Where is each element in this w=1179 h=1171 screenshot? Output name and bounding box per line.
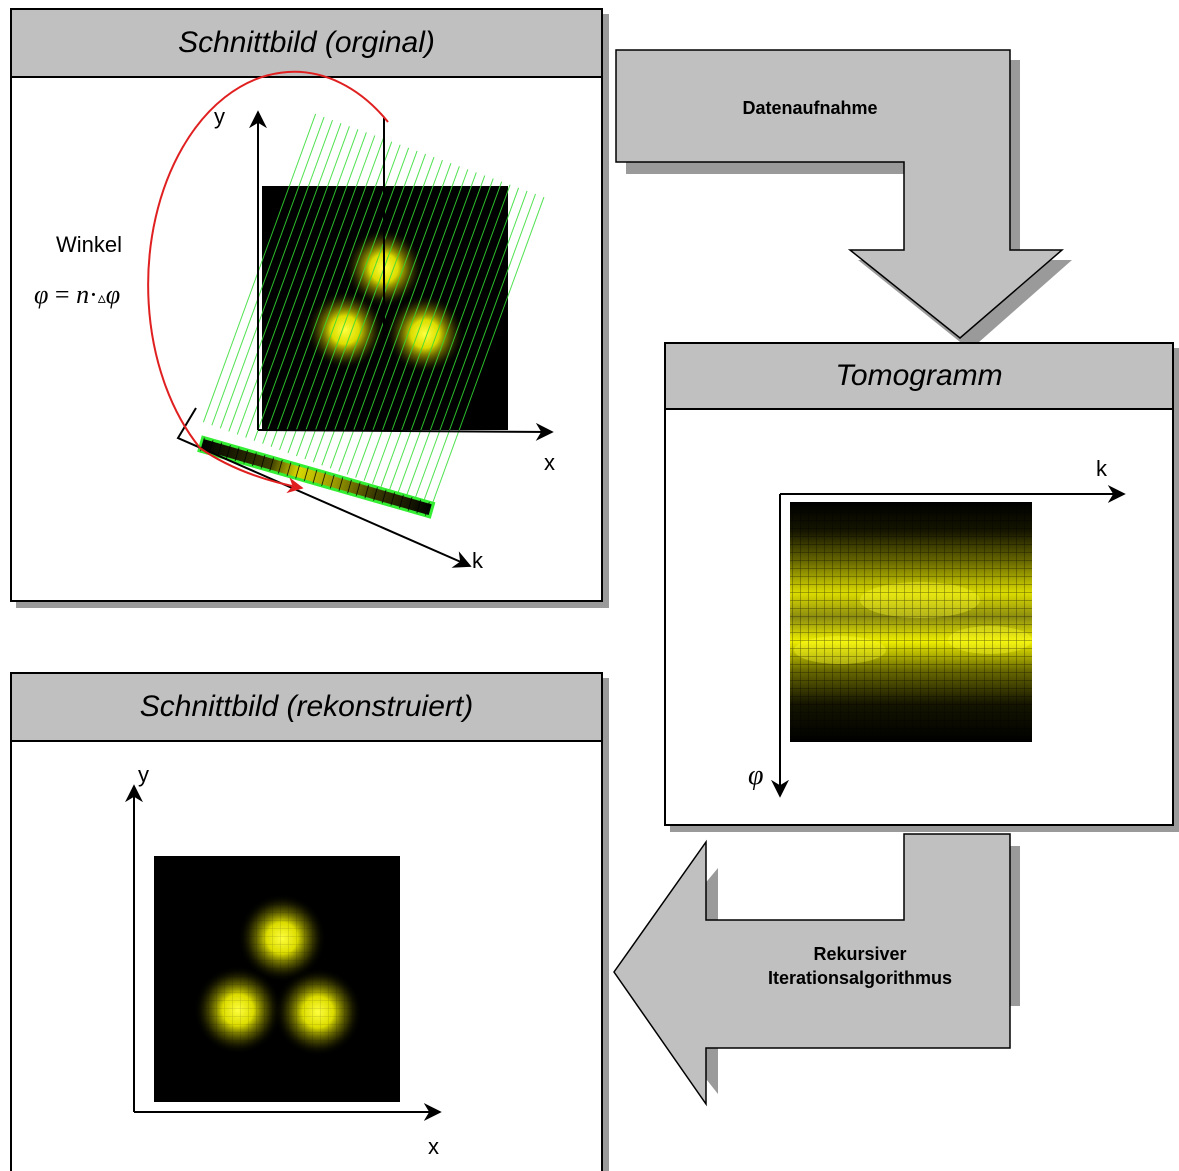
tomogram-phi-label: φ bbox=[748, 760, 764, 791]
panel-original-title: Schnittbild (orginal) bbox=[12, 10, 601, 78]
iteration-label-line1: Rekursiver bbox=[813, 944, 907, 964]
panel-reconstructed-title: Schnittbild (rekonstruiert) bbox=[12, 674, 601, 742]
panel-reconstructed: Schnittbild (rekonstruiert) bbox=[10, 672, 603, 1171]
acquisition-arrow-label: Datenaufnahme bbox=[742, 98, 878, 118]
iteration-arrow-label: Rekursiver Iterationsalgorithmus bbox=[710, 942, 1010, 990]
original-x-label: x bbox=[544, 450, 555, 475]
formula-phi-2: φ bbox=[105, 280, 121, 309]
formula-delta: ▵ bbox=[97, 290, 106, 307]
iteration-label-line2: Iterationsalgorithmus bbox=[767, 968, 953, 988]
acquisition-arrow bbox=[615, 49, 1072, 350]
tomogram-k-label: k bbox=[1096, 456, 1107, 481]
angle-formula: φ = n·▵φ bbox=[34, 280, 120, 310]
original-y-label: y bbox=[214, 104, 225, 129]
original-k-label: k bbox=[472, 548, 483, 573]
panel-tomogram-title: Tomogramm bbox=[666, 344, 1172, 410]
formula-equals: = bbox=[54, 280, 70, 309]
reconstructed-y-label: y bbox=[138, 762, 149, 787]
formula-phi: φ bbox=[34, 280, 49, 309]
reconstructed-x-label: x bbox=[428, 1134, 439, 1159]
angle-label: Winkel bbox=[56, 232, 123, 257]
formula-n: n bbox=[76, 280, 90, 309]
formula-dot: · bbox=[89, 280, 98, 309]
iteration-arrow bbox=[613, 833, 1020, 1107]
panel-tomogram: Tomogramm bbox=[664, 342, 1174, 826]
